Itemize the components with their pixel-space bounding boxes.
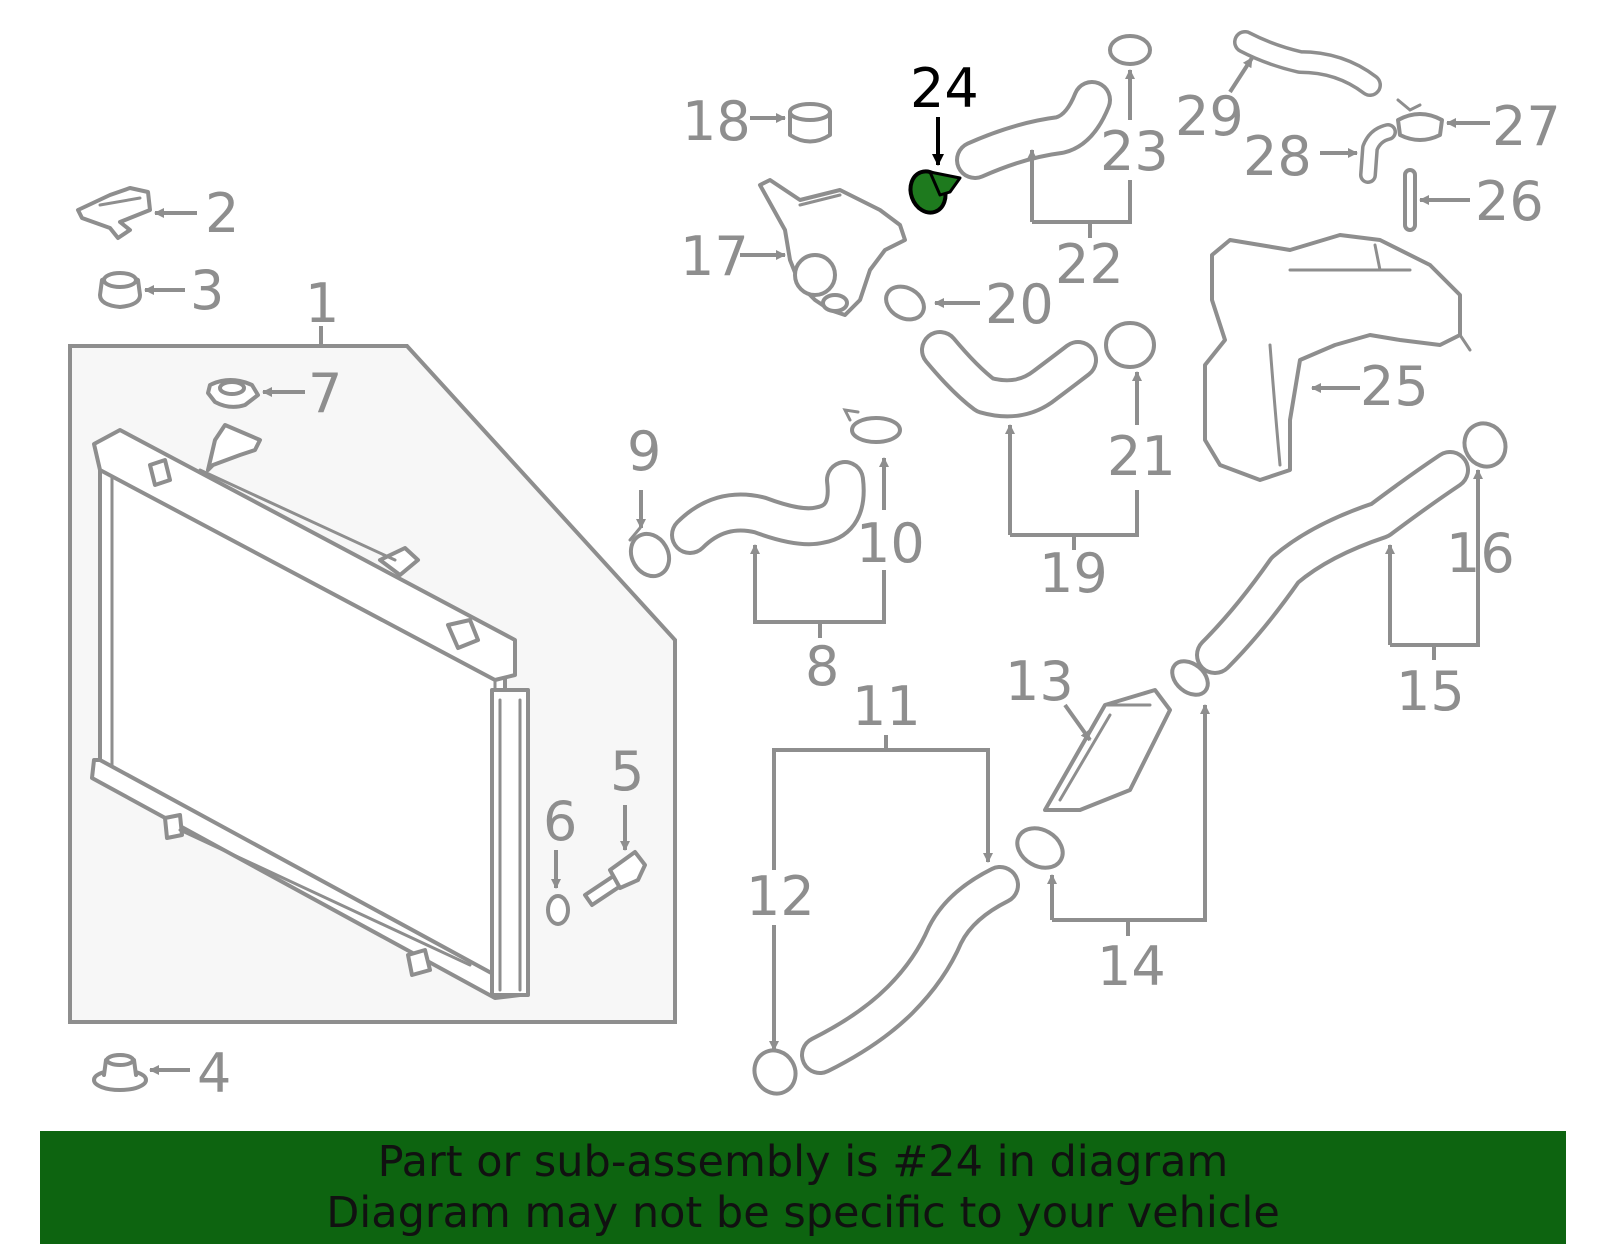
info-banner: Part or sub-assembly is #24 in diagram D… xyxy=(40,1131,1566,1244)
part-6-o-ring xyxy=(546,850,570,926)
callout-9: 9 xyxy=(627,420,661,483)
part-7-radiator-cap xyxy=(206,378,305,409)
banner-line-part: Part or sub-assembly is #24 in diagram xyxy=(377,1136,1229,1187)
callout-19: 19 xyxy=(1039,542,1108,605)
part-18-cap xyxy=(750,102,832,144)
callout-2: 2 xyxy=(205,182,239,245)
callout-20: 20 xyxy=(985,273,1054,336)
callout-12: 12 xyxy=(746,865,815,928)
callout-25: 25 xyxy=(1360,355,1429,418)
callout-24: 24 xyxy=(910,57,979,120)
part-29-hose xyxy=(1228,30,1382,97)
part-24-clamp-highlighted xyxy=(908,117,962,215)
callout-6: 6 xyxy=(543,790,577,853)
callout-21: 21 xyxy=(1107,425,1176,488)
part-5-drain-plug xyxy=(583,805,647,907)
callout-10: 10 xyxy=(856,512,925,575)
hose-15-assembly xyxy=(1195,421,1508,675)
callout-15: 15 xyxy=(1396,660,1465,723)
pipe-13-assembly xyxy=(1015,659,1210,936)
radiator-illustration xyxy=(90,423,530,1000)
callout-18: 18 xyxy=(682,90,751,153)
callout-8: 8 xyxy=(805,635,839,698)
part-27-valve xyxy=(1396,98,1490,142)
callout-28: 28 xyxy=(1243,125,1312,188)
part-25-reservoir xyxy=(1203,233,1472,482)
callout-4: 4 xyxy=(197,1042,231,1105)
hose-22-assembly xyxy=(955,34,1152,238)
callout-26: 26 xyxy=(1475,170,1544,233)
part-20-clamp xyxy=(884,284,980,322)
part-2-bracket xyxy=(76,186,197,240)
callout-14: 14 xyxy=(1097,935,1166,998)
callout-17: 17 xyxy=(680,225,749,288)
callout-27: 27 xyxy=(1492,95,1561,158)
callout-7: 7 xyxy=(308,362,342,425)
part-17-thermostat-housing xyxy=(740,178,907,317)
part-3-mount xyxy=(98,271,185,309)
callout-11: 11 xyxy=(852,675,921,738)
hose-8-assembly xyxy=(628,408,902,638)
callout-23: 23 xyxy=(1100,120,1169,183)
part-4-mount xyxy=(92,1053,190,1092)
callout-29: 29 xyxy=(1175,85,1244,148)
callout-3: 3 xyxy=(190,259,224,322)
callout-5: 5 xyxy=(610,740,644,803)
part-28-tube xyxy=(1320,123,1397,184)
hose-11-assembly xyxy=(752,735,1020,1096)
callout-13: 13 xyxy=(1005,650,1074,713)
banner-line-disclaimer: Diagram may not be specific to your vehi… xyxy=(326,1187,1280,1238)
callout-1: 1 xyxy=(305,272,339,335)
callout-labels: 1 2 3 4 5 6 7 8 9 10 11 12 13 14 15 16 1… xyxy=(190,57,1561,1105)
callout-16: 16 xyxy=(1446,522,1515,585)
hose-19-assembly xyxy=(920,321,1156,550)
callout-22: 22 xyxy=(1055,233,1124,296)
part-26-tube xyxy=(1403,168,1470,232)
